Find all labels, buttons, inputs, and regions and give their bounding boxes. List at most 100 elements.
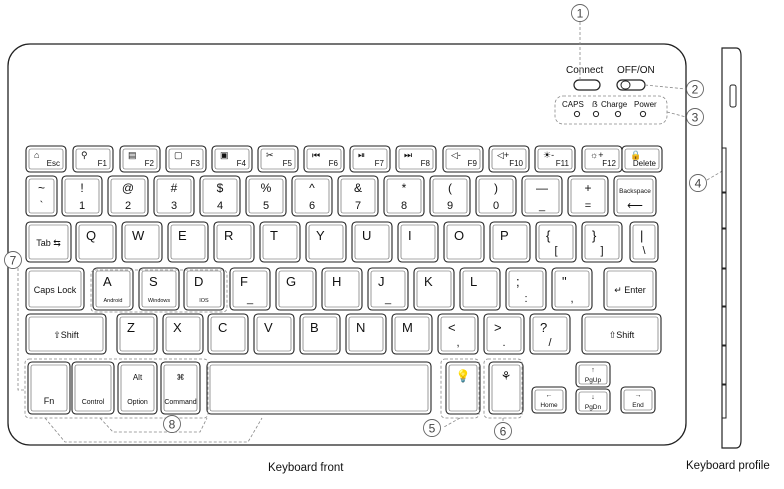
key-cap bbox=[206, 361, 432, 415]
key-face bbox=[446, 224, 482, 260]
key-r2-3[interactable]: #3 bbox=[153, 175, 195, 217]
key-r6-1[interactable]: Control bbox=[71, 361, 115, 415]
connect-label: Connect bbox=[566, 65, 603, 76]
key-r4-0[interactable]: Caps Lock bbox=[25, 267, 85, 311]
key-r5-6[interactable]: N bbox=[345, 313, 387, 355]
key-shift-label: ) bbox=[494, 181, 498, 195]
key-r3-5[interactable]: T bbox=[259, 221, 301, 263]
key-r2-10[interactable]: )0 bbox=[475, 175, 517, 217]
callout-2-circle bbox=[686, 80, 704, 98]
key-r1-11[interactable]: ☀-F11 bbox=[534, 145, 576, 173]
key-r1-8[interactable]: ⏭F8 bbox=[395, 145, 437, 173]
key-r5-5[interactable]: B bbox=[299, 313, 341, 355]
key-r2-4[interactable]: $4 bbox=[199, 175, 241, 217]
key-r4-11[interactable]: ", bbox=[551, 267, 593, 311]
key-r1-3[interactable]: ▢F3 bbox=[165, 145, 207, 173]
key-r4-5[interactable]: G bbox=[275, 267, 317, 311]
key-r6-6[interactable]: ⚘ bbox=[488, 361, 524, 415]
key-r1-0[interactable]: ⌂Esc bbox=[25, 145, 67, 173]
key-face bbox=[570, 178, 606, 214]
key-cap bbox=[291, 175, 333, 217]
key-cap bbox=[72, 145, 114, 173]
key-r5-10[interactable]: ?/ bbox=[529, 313, 571, 355]
key-sub-label: _ bbox=[384, 293, 392, 305]
key-r1-5[interactable]: ✂F5 bbox=[257, 145, 299, 173]
key-cap bbox=[71, 361, 115, 415]
key-r3-9[interactable]: O bbox=[443, 221, 485, 263]
key-r5-4[interactable]: V bbox=[253, 313, 295, 355]
key-r6-10[interactable]: →End bbox=[620, 386, 656, 414]
key-r6-3[interactable]: ⌘Command bbox=[160, 361, 201, 415]
key-r1-7[interactable]: ⏯F7 bbox=[349, 145, 391, 173]
key-r2-13[interactable]: Backspace⟵ bbox=[613, 175, 657, 217]
key-r1-10[interactable]: ◁+F10 bbox=[488, 145, 530, 173]
key-r2-7[interactable]: &7 bbox=[337, 175, 379, 217]
key-face bbox=[486, 316, 522, 352]
key-face bbox=[462, 270, 498, 308]
key-r4-10[interactable]: ;: bbox=[505, 267, 547, 311]
key-r6-5[interactable]: 💡 bbox=[445, 361, 481, 415]
key-r2-8[interactable]: *8 bbox=[383, 175, 425, 217]
key-r3-12[interactable]: }] bbox=[581, 221, 623, 263]
key-r6-4[interactable] bbox=[206, 361, 432, 415]
key-r5-9[interactable]: >. bbox=[483, 313, 525, 355]
key-r6-7[interactable]: ←Home bbox=[531, 386, 567, 414]
key-r5-11[interactable]: ⇧Shift bbox=[581, 313, 662, 355]
key-r1-4[interactable]: ▣F4 bbox=[211, 145, 253, 173]
key-cap bbox=[505, 267, 547, 311]
key-r2-0[interactable]: ~` bbox=[25, 175, 58, 217]
key-r2-2[interactable]: @2 bbox=[107, 175, 149, 217]
key-r5-7[interactable]: M bbox=[391, 313, 433, 355]
key-label: ? bbox=[540, 320, 547, 335]
key-face bbox=[110, 178, 146, 214]
modifier-keys-outline bbox=[24, 358, 209, 419]
key-r4-12[interactable]: ↵ Enter bbox=[603, 267, 657, 311]
key-r3-6[interactable]: Y bbox=[305, 221, 347, 263]
key-sub-label: / bbox=[548, 337, 552, 349]
key-r1-1[interactable]: ⚲F1 bbox=[72, 145, 114, 173]
key-shift-label: ( bbox=[448, 181, 452, 195]
key-r5-2[interactable]: X bbox=[162, 313, 204, 355]
key-r3-4[interactable]: R bbox=[213, 221, 255, 263]
key-r3-3[interactable]: E bbox=[167, 221, 209, 263]
key-r3-7[interactable]: U bbox=[351, 221, 393, 263]
key-r6-8[interactable]: ↑PgUp bbox=[575, 361, 611, 388]
key-r6-0[interactable]: Fn bbox=[27, 361, 71, 415]
key-r4-7[interactable]: J_ bbox=[367, 267, 409, 311]
key-r6-9[interactable]: ↓PgDn bbox=[575, 388, 611, 415]
key-r3-2[interactable]: W bbox=[121, 221, 163, 263]
key-r4-8[interactable]: K bbox=[413, 267, 455, 311]
key-r3-1[interactable]: Q bbox=[75, 221, 117, 263]
key-r1-12[interactable]: ☼+F12 bbox=[581, 145, 623, 173]
key-r2-9[interactable]: (9 bbox=[429, 175, 471, 217]
key-r4-9[interactable]: L bbox=[459, 267, 501, 311]
key-icon: ▤ bbox=[128, 150, 137, 160]
key-r5-8[interactable]: <, bbox=[437, 313, 479, 355]
key-r1-6[interactable]: ⏮F6 bbox=[303, 145, 345, 173]
key-r3-8[interactable]: I bbox=[397, 221, 439, 263]
key-r2-12[interactable]: += bbox=[567, 175, 609, 217]
key-r4-6[interactable]: H bbox=[321, 267, 363, 311]
connect-button[interactable] bbox=[573, 79, 601, 91]
key-r1-9[interactable]: ◁-F9 bbox=[442, 145, 484, 173]
key-r1-13[interactable]: 🔒Delete bbox=[621, 145, 663, 173]
key-r5-1[interactable]: Z bbox=[116, 313, 158, 355]
key-r2-1[interactable]: !1 bbox=[61, 175, 103, 217]
key-sub-label: ] bbox=[600, 245, 603, 257]
key-r1-2[interactable]: ▤F2 bbox=[119, 145, 161, 173]
key-r5-3[interactable]: C bbox=[207, 313, 249, 355]
key-r2-11[interactable]: —_ bbox=[521, 175, 563, 217]
key-cap bbox=[119, 145, 161, 173]
key-r3-0[interactable]: Tab ⇆ bbox=[25, 221, 72, 263]
key-r2-6[interactable]: ^6 bbox=[291, 175, 333, 217]
key-r3-13[interactable]: |\ bbox=[629, 221, 659, 263]
key-r2-5[interactable]: %5 bbox=[245, 175, 287, 217]
key-r5-0[interactable]: ⇧Shift bbox=[25, 313, 107, 355]
key-r4-4[interactable]: F_ bbox=[229, 267, 271, 311]
key-r3-11[interactable]: {[ bbox=[535, 221, 577, 263]
key-r3-10[interactable]: P bbox=[489, 221, 531, 263]
